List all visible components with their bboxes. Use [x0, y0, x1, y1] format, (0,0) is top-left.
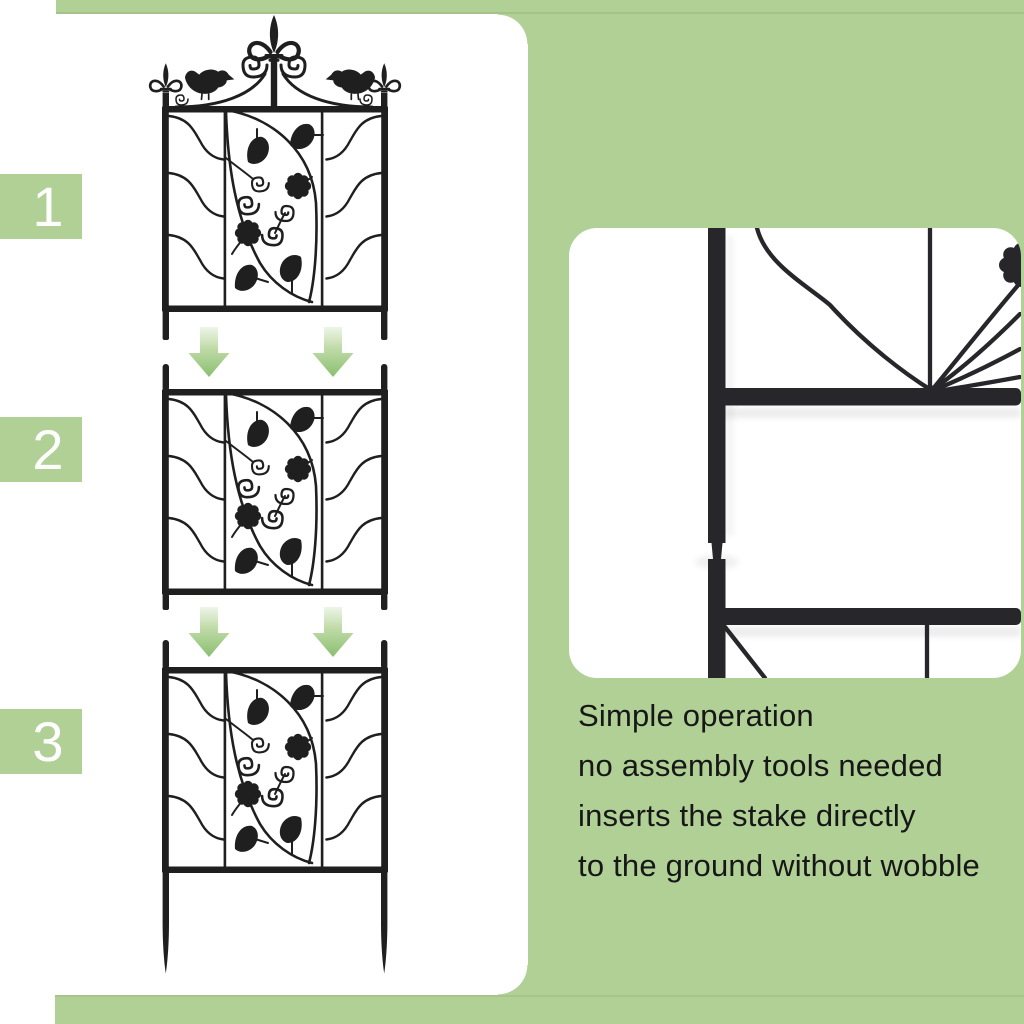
- down-arrow-icon: [312, 327, 354, 377]
- down-arrow-icon: [188, 327, 230, 377]
- trellis-assembly-illustration: [148, 0, 402, 974]
- bird-icon: [184, 68, 236, 101]
- description-line: no assembly tools needed: [578, 748, 943, 783]
- bird-icon: [324, 68, 376, 101]
- green-corner-fillet-top: [498, 14, 528, 44]
- top-green-bar: [56, 0, 1024, 14]
- step-badge-2: 2: [0, 417, 82, 482]
- green-corner-fillet-bottom: [498, 965, 528, 995]
- step-badge-1: 1: [0, 174, 82, 239]
- stake-socket-joint-photo: [708, 543, 1021, 678]
- stake-joint-close-up: [695, 228, 1021, 678]
- description-line: Simple operation: [578, 698, 814, 733]
- step-number: 2: [32, 417, 64, 481]
- product-description: Simple operation no assembly tools neede…: [578, 691, 1008, 891]
- step-number: 1: [32, 174, 64, 238]
- description-line: to the ground without wobble: [578, 848, 980, 883]
- trellis-step-3: [162, 640, 388, 974]
- step-badge-3: 3: [0, 709, 82, 774]
- down-arrow-icon: [188, 607, 230, 657]
- down-arrow-icon: [312, 607, 354, 657]
- step-number: 3: [32, 709, 64, 773]
- panel-corner-joint-photo: [708, 228, 1021, 543]
- description-line: inserts the stake directly: [578, 798, 916, 833]
- bottom-green-bar: [55, 995, 1024, 1024]
- assembly-detail-photo-panel: [569, 228, 1021, 678]
- trellis-step-2: [162, 364, 388, 610]
- trellis-step-1: [148, 15, 402, 340]
- rosette-icon: [999, 243, 1021, 287]
